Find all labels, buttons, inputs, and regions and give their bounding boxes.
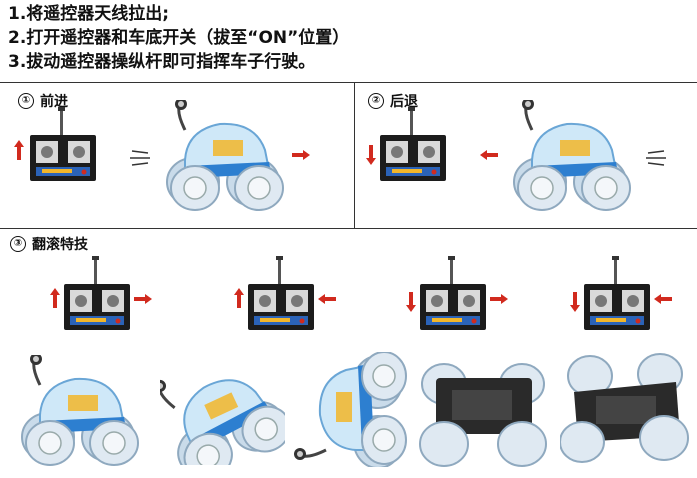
motion-lines-icon xyxy=(130,150,150,166)
stunt-car-underside-rotated-icon xyxy=(560,353,689,463)
remote-control-icon xyxy=(248,256,314,330)
stunt-car-icon xyxy=(165,100,285,212)
remote-control-icon xyxy=(380,107,446,181)
arrow-right-icon xyxy=(134,294,152,304)
arrow-right-icon xyxy=(490,294,508,304)
instruction-step-3: 3.拔动遥控器操纵杆即可指挥车子行驶。 xyxy=(8,52,316,72)
remote-control-icon xyxy=(30,107,96,181)
divider-middle xyxy=(354,82,355,228)
arrow-down-icon xyxy=(406,292,416,312)
remote-control-icon xyxy=(420,256,486,330)
stunt-car-icon xyxy=(512,100,632,212)
remote-control-icon xyxy=(584,256,650,330)
section-title-forward: ① 前进 xyxy=(18,91,68,111)
arrow-up-icon xyxy=(50,288,60,308)
section-label: 前进 xyxy=(40,94,68,110)
instruction-step-1: 1.将遥控器天线拉出; xyxy=(8,4,170,24)
section-title-flip: ③ 翻滚特技 xyxy=(10,234,88,254)
stunt-car-flipping-icon xyxy=(160,350,285,465)
remote-control-icon xyxy=(64,256,130,330)
section-label: 翻滚特技 xyxy=(32,237,88,253)
stunt-car-on-side-icon xyxy=(292,352,408,467)
instruction-list: 1.将遥控器天线拉出; 2.打开遥控器和车底开关（拔至“ON”位置） 3.拔动遥… xyxy=(8,2,349,74)
section-number: ① xyxy=(18,93,34,109)
stunt-car-icon xyxy=(20,355,140,467)
arrow-left-icon xyxy=(480,150,498,160)
arrow-up-icon xyxy=(234,288,244,308)
instruction-step-2: 2.打开遥控器和车底开关（拔至“ON”位置） xyxy=(8,28,350,48)
section-number: ② xyxy=(368,93,384,109)
arrow-left-icon xyxy=(654,294,672,304)
section-number: ③ xyxy=(10,236,26,252)
divider-top xyxy=(0,82,697,83)
arrow-left-icon xyxy=(318,294,336,304)
section-title-backward: ② 后退 xyxy=(368,91,418,111)
stunt-car-underside-icon xyxy=(419,363,547,467)
arrow-up-icon xyxy=(14,140,24,160)
section-label: 后退 xyxy=(390,94,418,110)
arrow-down-icon xyxy=(366,145,376,165)
divider-bottom xyxy=(0,228,697,229)
arrow-right-icon xyxy=(292,150,310,160)
motion-lines-icon xyxy=(646,150,666,166)
arrow-down-icon xyxy=(570,292,580,312)
